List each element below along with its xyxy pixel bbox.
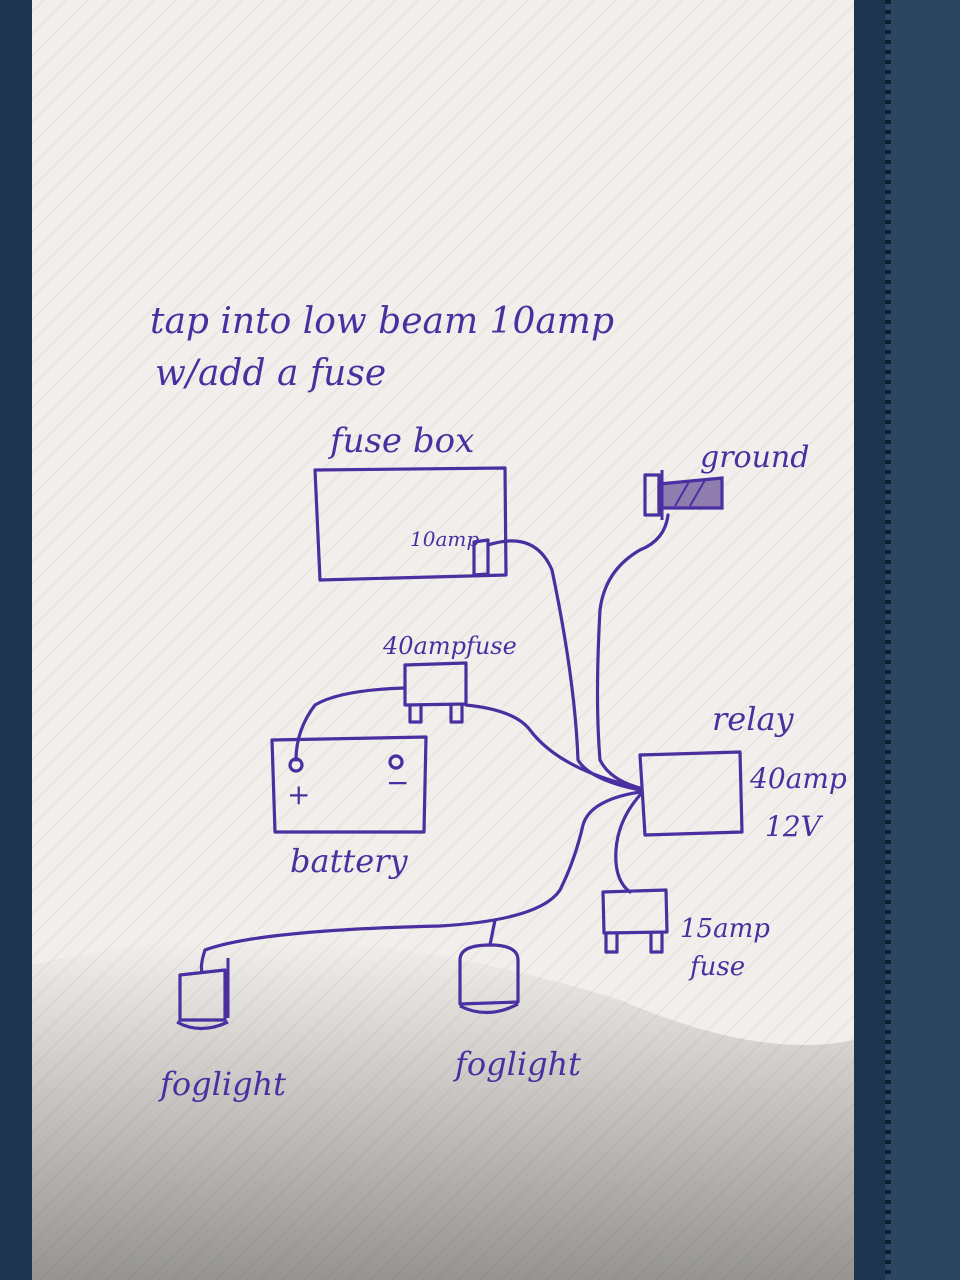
fabric-right-edge xyxy=(885,0,960,1280)
foglight-right-label: foglight xyxy=(453,1045,581,1083)
fuse-15-icon xyxy=(601,888,669,954)
battery-outline xyxy=(270,735,428,834)
fuse-box-slot xyxy=(472,538,490,577)
foglight-left-icon xyxy=(176,958,230,1031)
foglight-right-icon xyxy=(458,943,520,1015)
relay-box xyxy=(638,750,744,837)
battery-minus-sign: − xyxy=(386,766,409,799)
fuse-40-label: 40ampfuse xyxy=(382,632,517,660)
battery-negative-terminal xyxy=(388,754,404,770)
fuse-box-label: fuse box xyxy=(327,421,474,461)
foglight-left-label: foglight xyxy=(158,1065,286,1103)
hand-shadow xyxy=(32,939,854,1280)
fuse-15-label-line-2: fuse xyxy=(688,952,745,982)
battery-label: battery xyxy=(290,842,409,880)
fuse-box-outline xyxy=(313,466,508,582)
fuse-box-slot-label: 10amp xyxy=(410,527,479,551)
relay-rating-current: 40amp xyxy=(749,762,847,795)
ground-bolt-icon xyxy=(643,470,724,520)
note-line-1: tap into low beam 10amp xyxy=(150,301,614,342)
ground-label: ground xyxy=(700,440,809,475)
relay-label: relay xyxy=(712,700,795,738)
wiring xyxy=(199,513,670,974)
relay-rating-voltage: 12V xyxy=(765,810,824,843)
battery-plus-sign: + xyxy=(287,778,310,811)
note-line-2: w/add a fuse xyxy=(155,353,386,394)
fuse-15-label-line-1: 15amp xyxy=(680,914,770,944)
